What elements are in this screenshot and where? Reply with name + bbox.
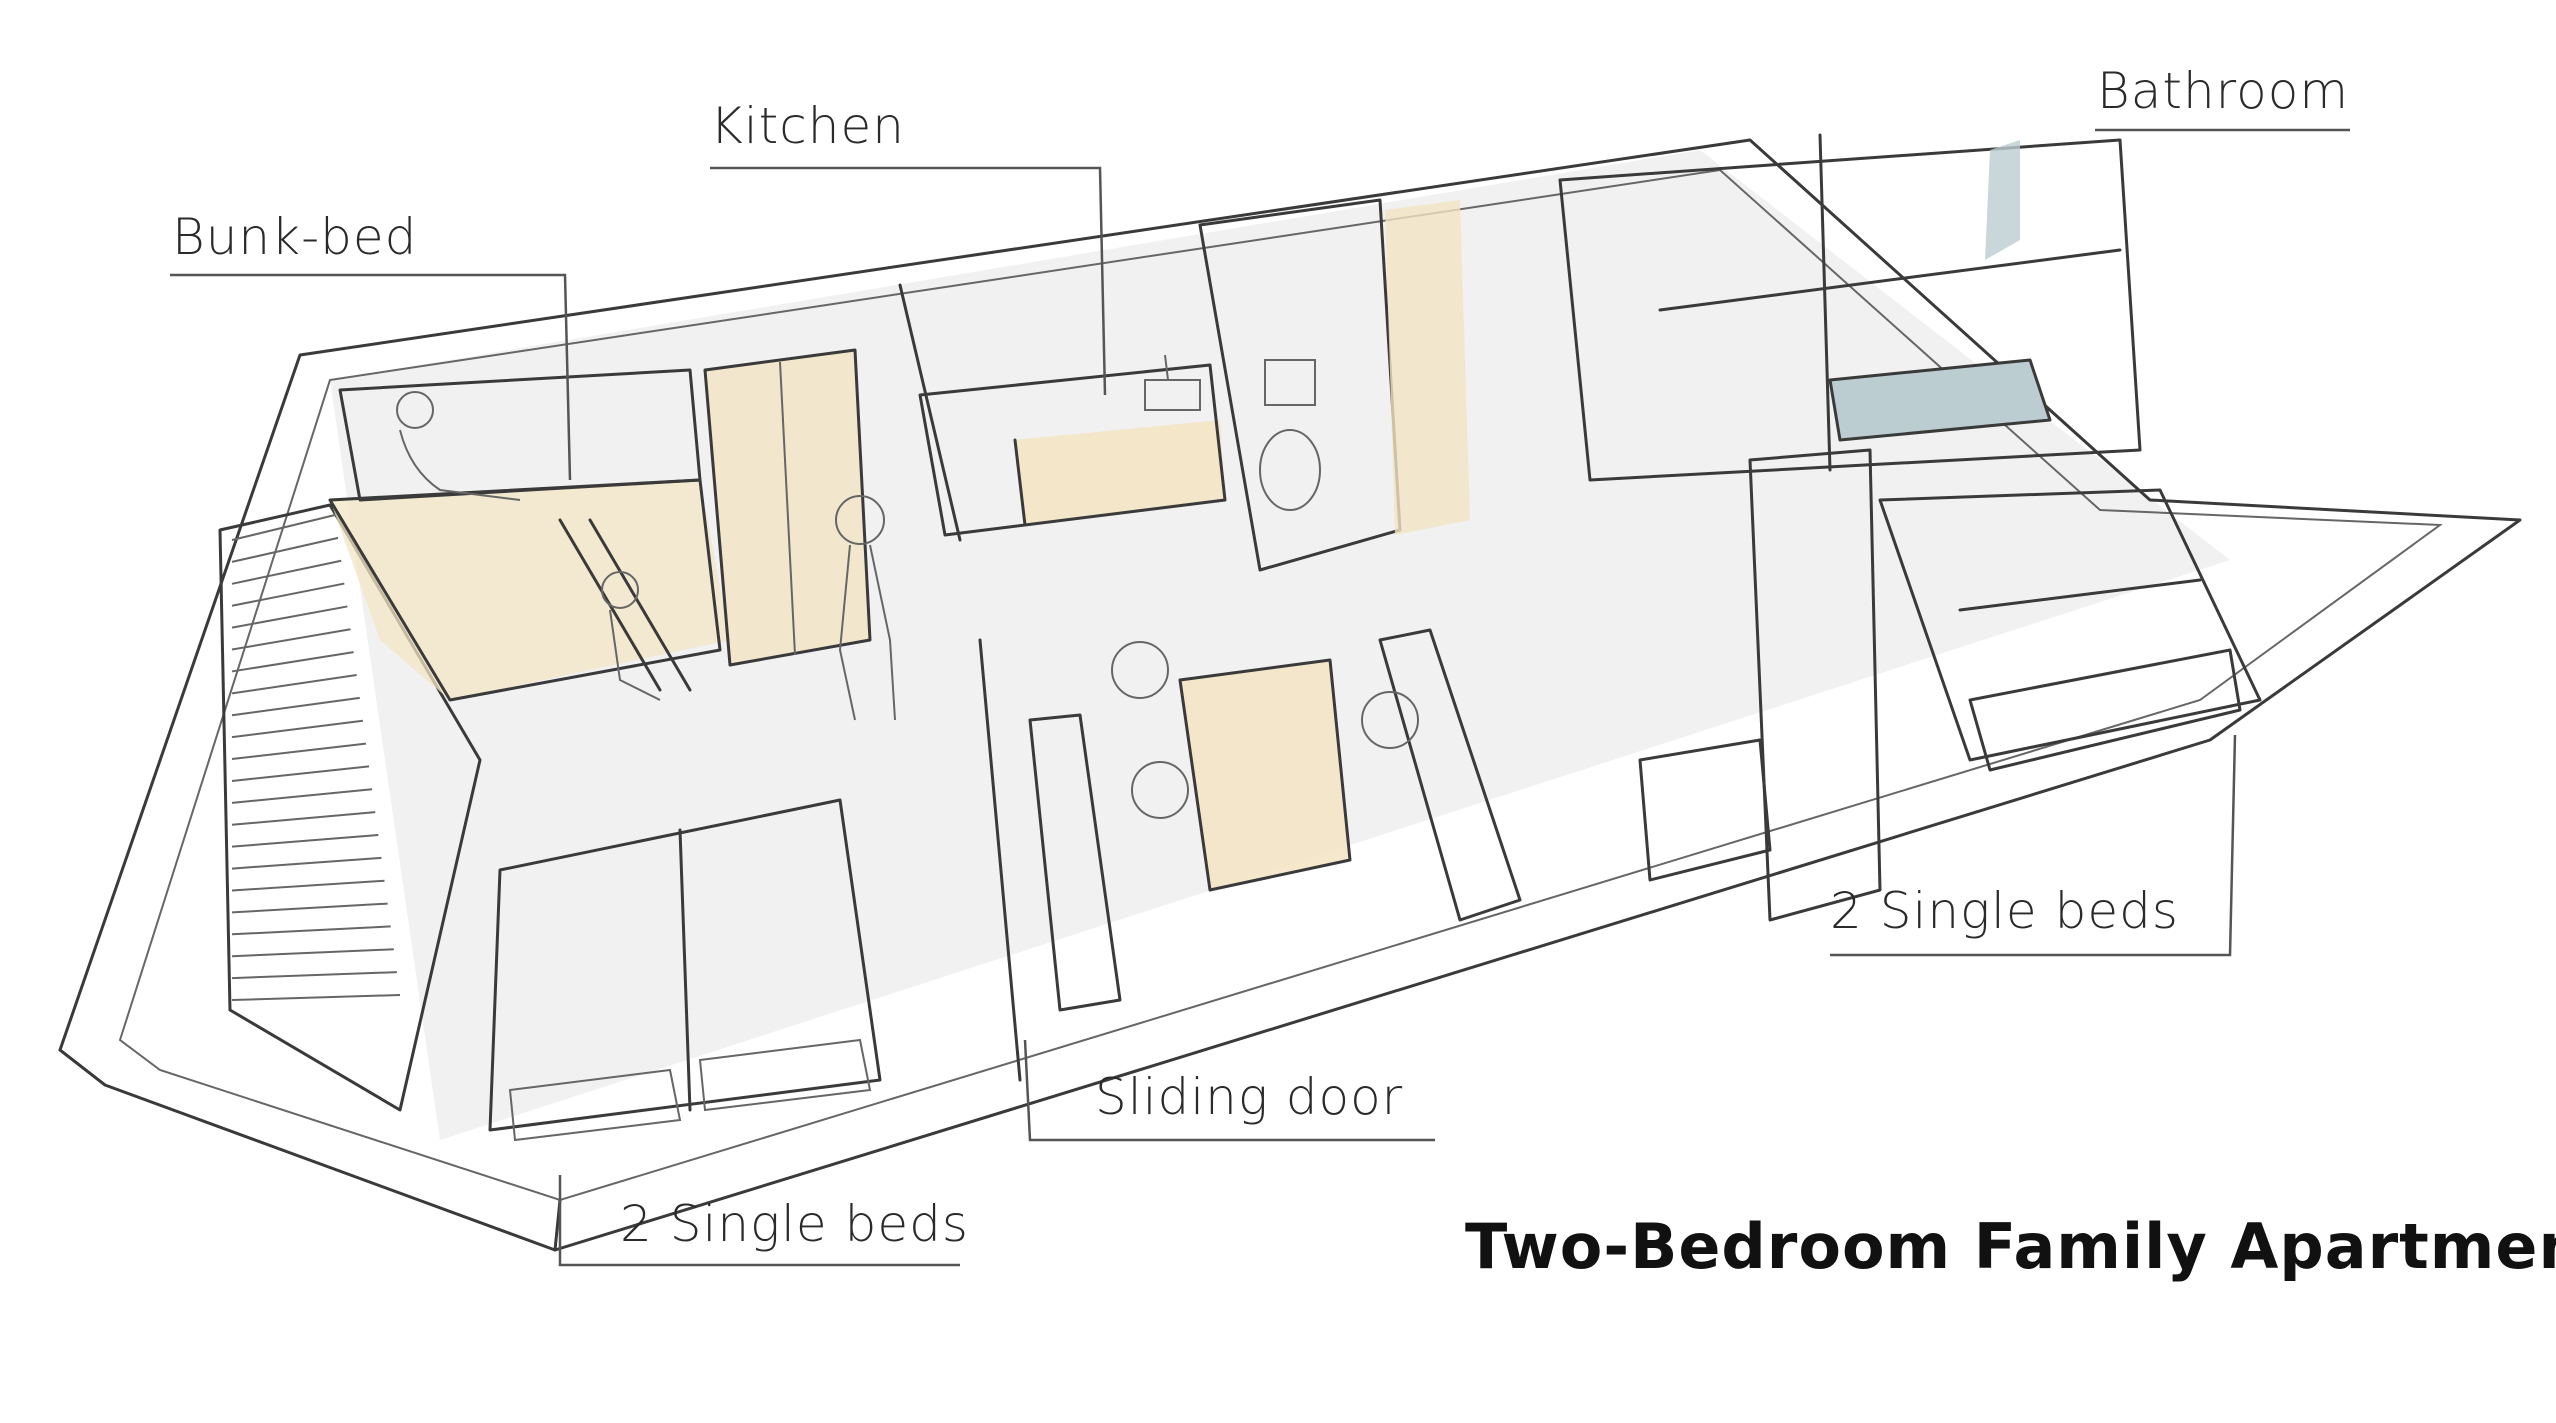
single-beds-left-label: 2 Single beds: [620, 1195, 969, 1253]
wardrobe: [703, 348, 872, 667]
louver-slat: [231, 994, 401, 1001]
louver-slat: [231, 879, 385, 892]
louver-slat: [231, 605, 348, 629]
kitchen-counter: [898, 283, 1227, 542]
bathroom-block: [1558, 133, 2142, 482]
standing-figure: [835, 495, 896, 721]
louver-slat: [231, 651, 354, 673]
leader-lines: [170, 128, 2350, 1267]
louver-slat: [231, 628, 351, 651]
louver-slat: [231, 834, 379, 848]
louver-slat: [231, 902, 388, 914]
sliding-door-line: [978, 638, 1022, 1082]
louver-slat: [231, 788, 373, 804]
louver-slat: [231, 925, 391, 936]
sliding-door-label: Sliding door: [1095, 1068, 1404, 1126]
louver-slat: [231, 856, 382, 870]
louver-slat: [231, 696, 360, 717]
bathroom-label: Bathroom: [2097, 62, 2350, 120]
louver-slat: [231, 971, 397, 980]
louver-slat: [231, 742, 367, 761]
louver-slat: [231, 811, 376, 826]
kitchen-label: Kitchen: [710, 97, 905, 155]
louver-slat: [231, 765, 370, 782]
toilet-cabin: [1198, 198, 1470, 572]
single-beds-right-label: 2 Single beds: [1830, 882, 2179, 940]
louver-slat: [231, 948, 394, 958]
louver-slat: [231, 559, 342, 585]
bathroom-partition: [1638, 448, 1882, 922]
louver-slat: [231, 514, 336, 541]
bunk-bed-label: Bunk-bed: [172, 208, 418, 266]
louver-slat: [231, 536, 339, 563]
right-single-beds: [1878, 488, 2262, 772]
bunk-bed-drawing: [328, 368, 730, 702]
plan-title: Two-Bedroom Family Apartment: [1465, 1210, 2556, 1283]
louver-slat: [231, 719, 363, 739]
dining-set: [1028, 628, 1522, 1012]
left-single-beds: [488, 798, 882, 1142]
louver-slat: [231, 674, 357, 695]
louver-slat: [231, 582, 345, 607]
left-window-louvers: [218, 503, 482, 1112]
